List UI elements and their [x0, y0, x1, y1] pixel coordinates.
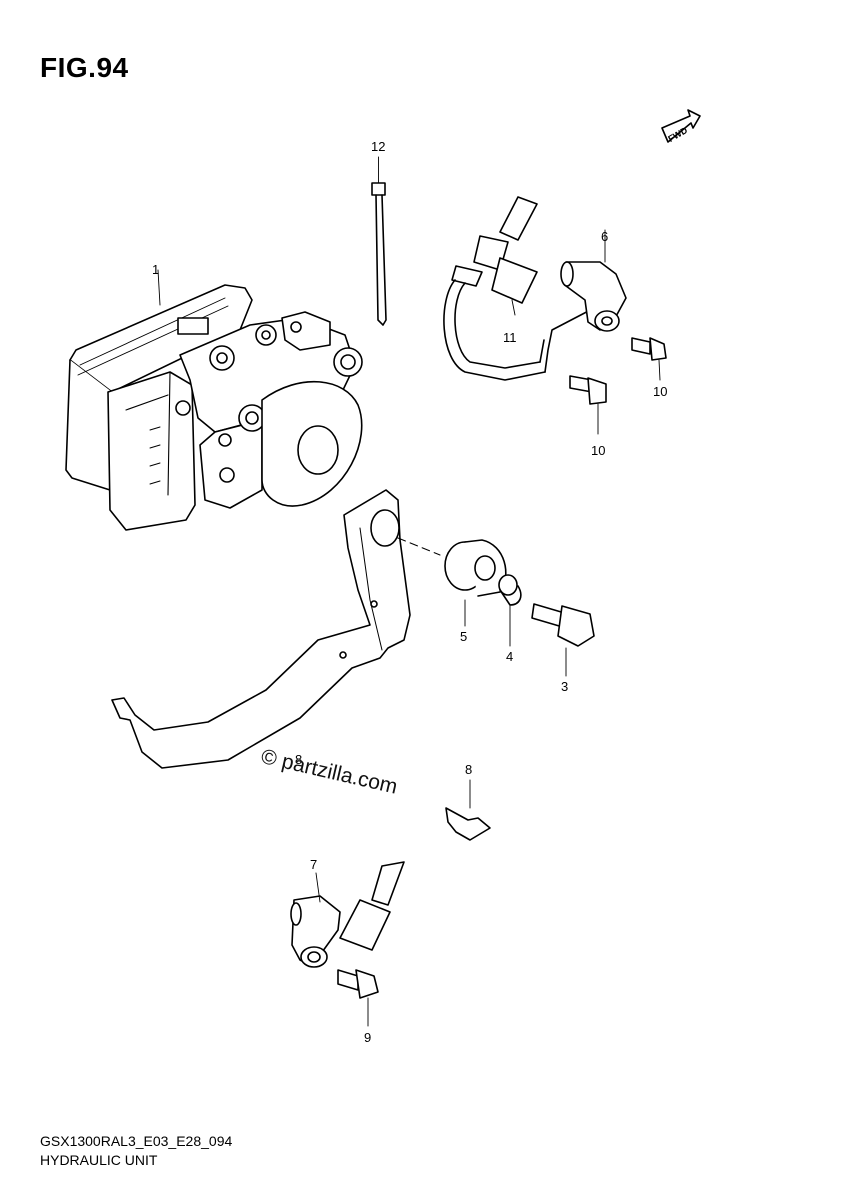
part-bolt-10-lower: [569, 375, 607, 435]
callout-8b: 8: [465, 762, 472, 777]
part-cable-tie: [371, 156, 387, 326]
callout-9: 9: [364, 1030, 371, 1045]
callout-5: 5: [460, 629, 467, 644]
part-bolt-3: [531, 603, 595, 677]
callout-10-lower: 10: [591, 443, 605, 458]
callout-6: 6: [601, 229, 608, 244]
callout-4: 4: [506, 649, 513, 664]
leader-line-1: [157, 269, 161, 306]
fwd-arrow-icon: FWD: [661, 109, 701, 144]
part-collar: [498, 574, 522, 606]
part-bolt-9: [337, 969, 379, 1027]
callout-3: 3: [561, 679, 568, 694]
part-grommet: [444, 539, 507, 597]
callout-11: 11: [503, 330, 517, 345]
part-clamp: [445, 779, 491, 841]
callout-12: 12: [371, 139, 385, 154]
part-bolt-10-upper: [631, 337, 667, 381]
part-speed-sensor-harness: [443, 196, 627, 381]
part-bracket: [111, 489, 441, 769]
part-rear-speed-sensor: [290, 861, 405, 968]
section-name: HYDRAULIC UNIT: [40, 1152, 158, 1168]
callout-7: 7: [310, 857, 317, 872]
model-code: GSX1300RAL3_E03_E28_094: [40, 1133, 233, 1149]
part-hydraulic-unit: [65, 284, 363, 531]
callout-10-upper: 10: [653, 384, 667, 399]
figure-title: FIG.94: [40, 52, 129, 83]
callout-1: 1: [152, 262, 159, 277]
callout-8a: 8: [295, 752, 302, 767]
